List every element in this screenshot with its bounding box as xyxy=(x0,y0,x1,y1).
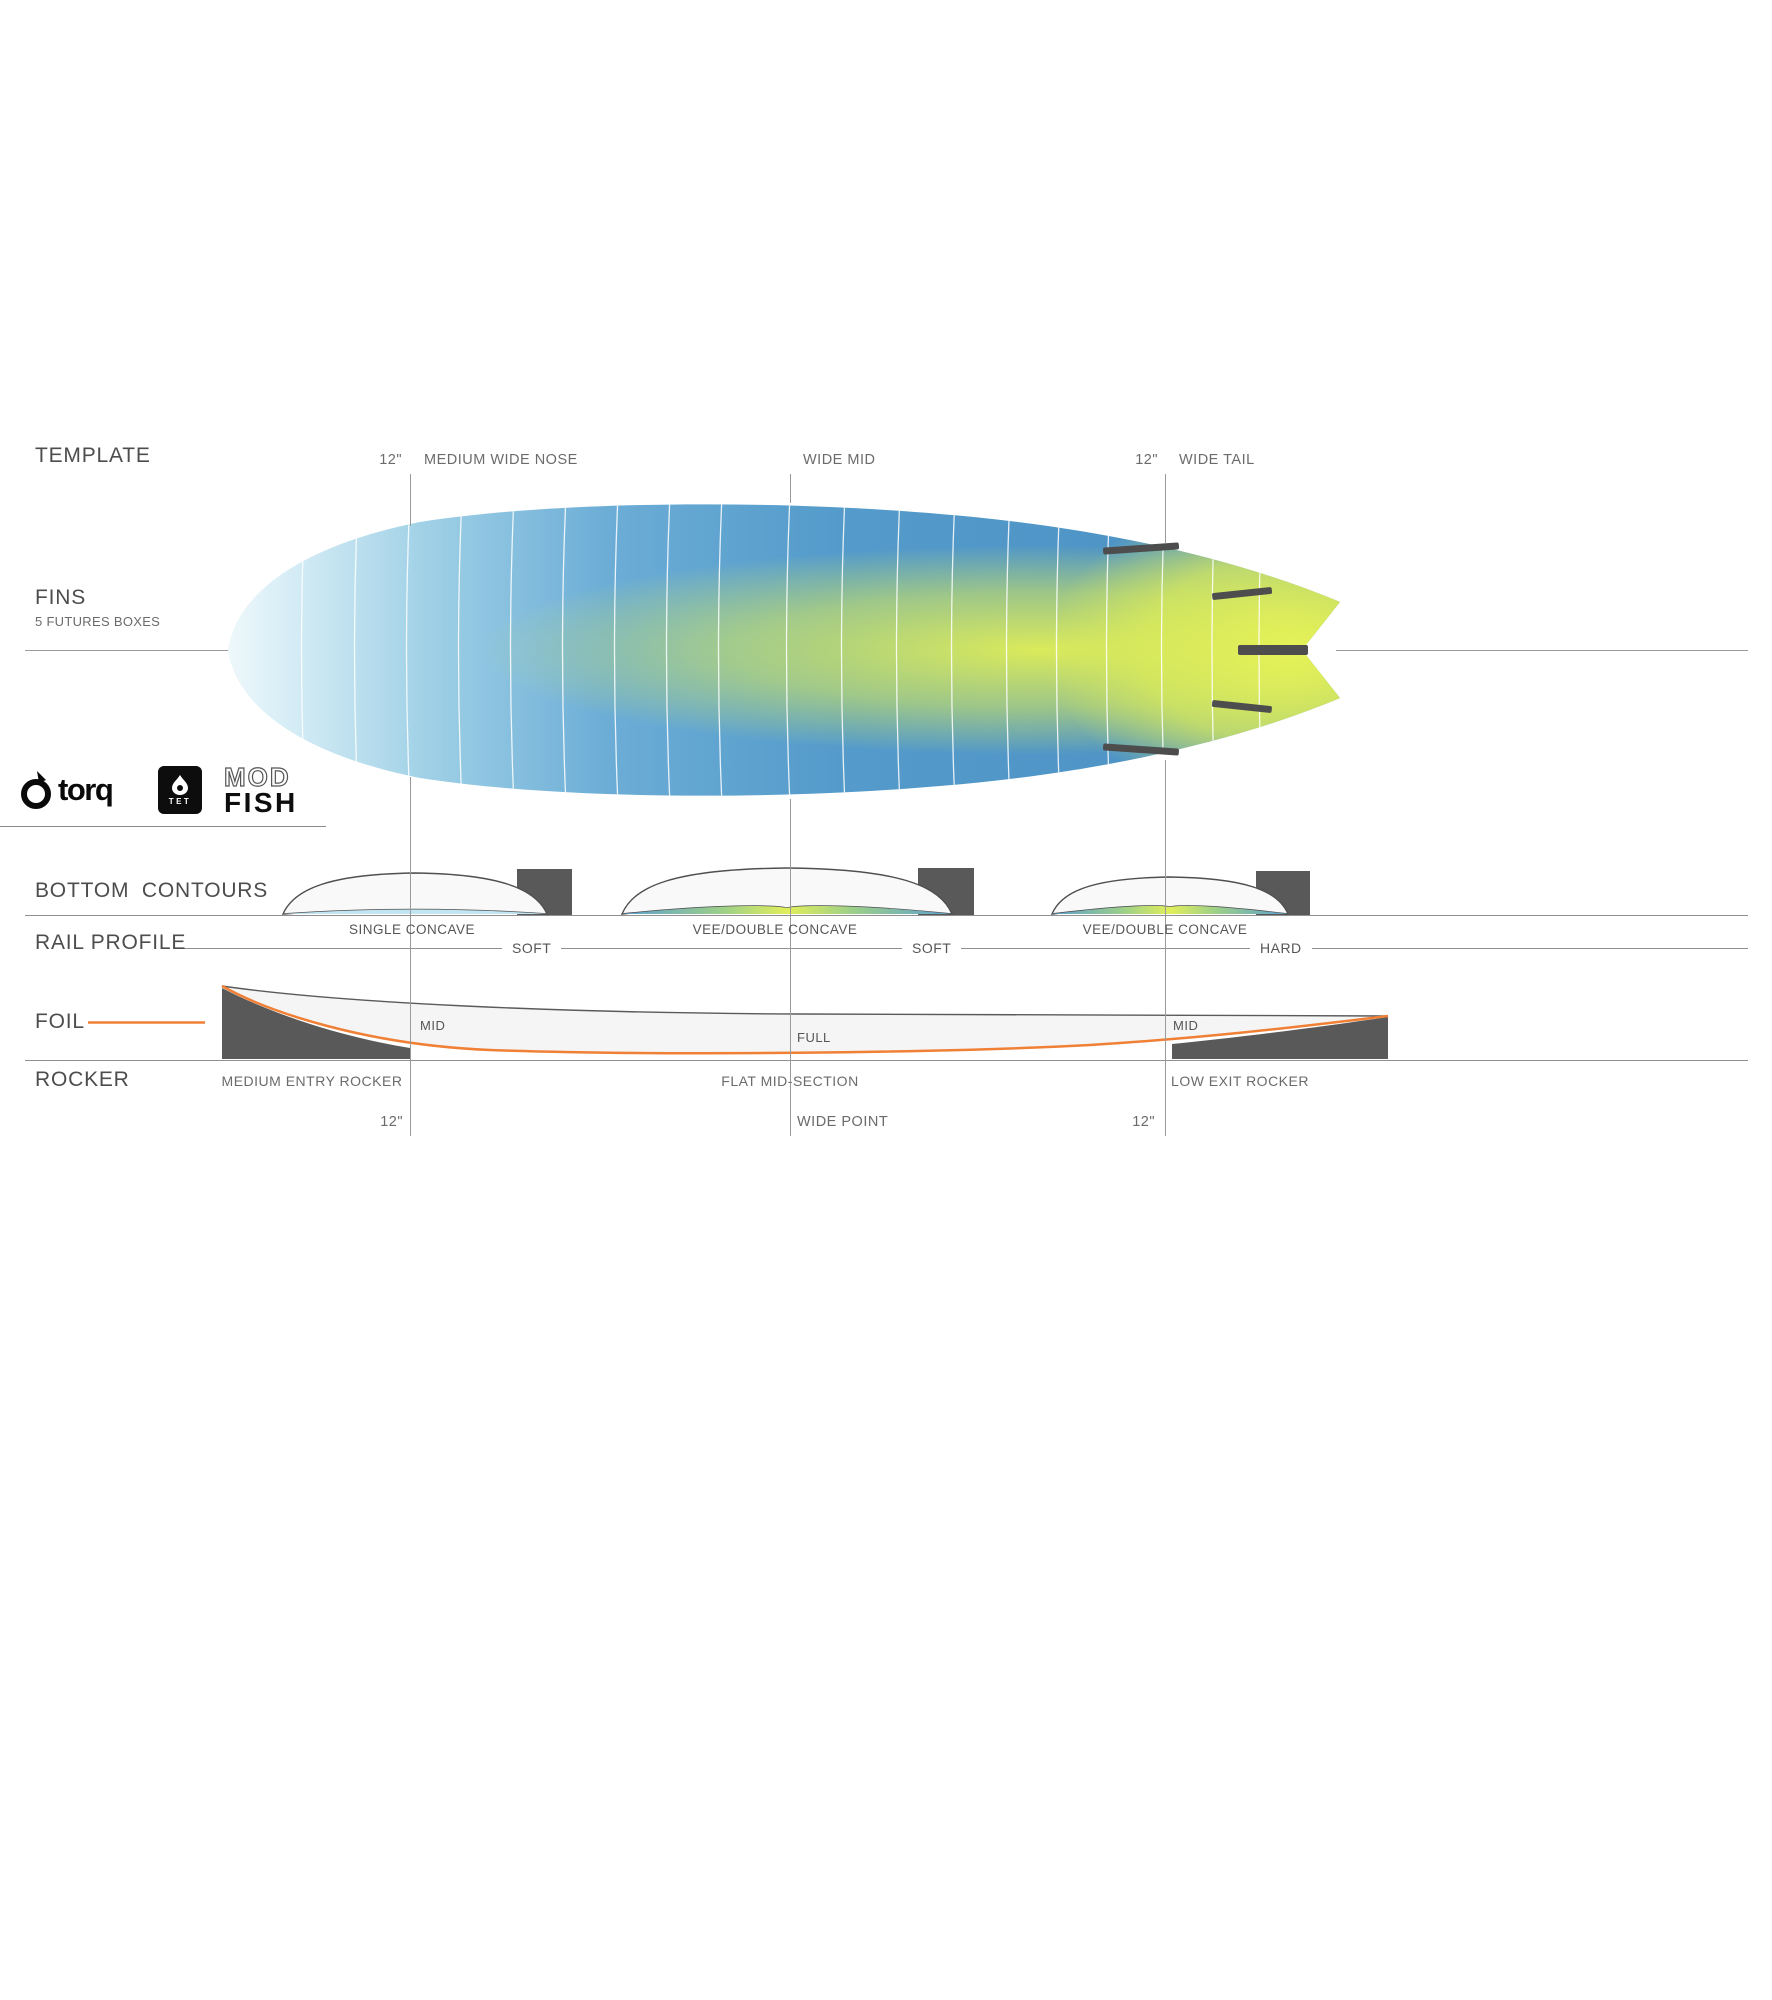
horizontal-guides xyxy=(0,650,1748,1061)
foil-label-tail: MID xyxy=(1173,1018,1199,1033)
contour-label-tail: VEE/DOUBLE CONCAVE xyxy=(1082,922,1248,937)
rocker-label-tail: LOW EXIT ROCKER xyxy=(1171,1073,1309,1089)
contour-section-mid xyxy=(620,867,974,915)
tet-logo: TET xyxy=(158,766,202,814)
concave-band xyxy=(1052,905,1288,914)
torq-logo: torq xyxy=(18,770,114,810)
surfboard-top-view xyxy=(228,504,1340,796)
tail-12in-marker: 12" xyxy=(1135,452,1158,468)
vertical-guides xyxy=(410,474,1166,1136)
rocker-label-nose: MEDIUM ENTRY ROCKER xyxy=(221,1073,403,1089)
measurement-left-12in: 12" xyxy=(380,1114,403,1130)
mod-logo-text: MOD xyxy=(223,762,291,792)
rail-label-nose: SOFT xyxy=(502,940,562,956)
contour-dome xyxy=(281,872,549,915)
bottom-contour-sections xyxy=(281,867,1310,915)
fin-box-rear-left xyxy=(1212,587,1273,600)
rocker-title: ROCKER xyxy=(35,1068,130,1091)
contour-section-nose xyxy=(281,869,572,915)
nose-width-label: MEDIUM WIDE NOSE xyxy=(424,452,578,468)
torq-logo-text: torq xyxy=(58,772,114,807)
contour-section-tail xyxy=(1050,871,1310,915)
foil-label-mid: FULL xyxy=(797,1030,831,1045)
contour-dome xyxy=(620,867,954,915)
tail-width-label: WIDE TAIL xyxy=(1179,452,1255,468)
tet-logo-text: TET xyxy=(168,796,192,806)
fin-box-front-right xyxy=(1102,743,1179,756)
mid-width-label: WIDE MID xyxy=(803,452,876,468)
template-title: TEMPLATE xyxy=(35,444,151,467)
fins-title: FINS xyxy=(35,586,87,609)
contour-label-mid: VEE/DOUBLE CONCAVE xyxy=(692,922,858,937)
tail-rocker-block xyxy=(1172,1017,1388,1059)
fin-boxes xyxy=(1102,542,1308,756)
fins-subtitle: 5 FUTURES BOXES xyxy=(35,614,161,629)
measurement-wide-point: WIDE POINT xyxy=(797,1114,889,1130)
measurement-right-12in: 12" xyxy=(1132,1114,1155,1130)
rail-label-mid: SOFT xyxy=(902,940,962,956)
torq-logo-icon xyxy=(21,771,51,809)
fin-box-rear-right xyxy=(1211,700,1272,713)
concave-band xyxy=(622,906,952,914)
rocker-line-orange xyxy=(221,984,1389,1055)
foil-title: FOIL xyxy=(35,1010,85,1033)
foil-side-view xyxy=(88,984,1389,1059)
rail-profile-title: RAIL PROFILE xyxy=(35,931,187,954)
bottom-contours-title: BOTTOM CONTOURS xyxy=(35,879,269,902)
rocker-label-mid: FLAT MID-SECTION xyxy=(721,1073,859,1089)
rail-label-tail: HARD xyxy=(1250,940,1312,956)
nose-rocker-block xyxy=(222,988,410,1059)
foil-label-nose: MID xyxy=(420,1018,446,1033)
fin-box-front-left xyxy=(1103,542,1180,555)
contour-label-nose: SINGLE CONCAVE xyxy=(348,922,476,937)
nose-12in-marker: 12" xyxy=(379,452,402,468)
tet-logo-icon xyxy=(172,774,188,795)
fish-logo-text: FISH xyxy=(224,787,298,818)
fin-box-center xyxy=(1238,645,1308,655)
concave-band xyxy=(283,909,547,914)
modfish-logo: MOD FISH xyxy=(223,762,298,818)
